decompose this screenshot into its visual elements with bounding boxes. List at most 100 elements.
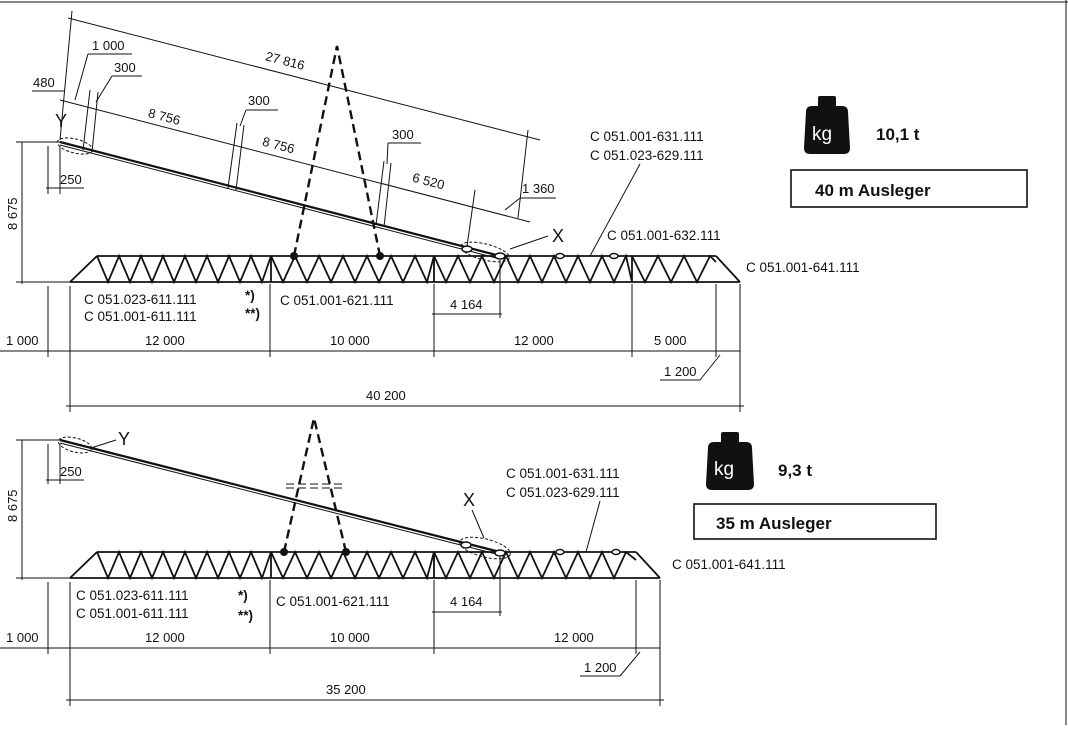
bottom-kg-icon xyxy=(706,442,754,490)
bottom-truss-right-end xyxy=(635,551,661,579)
bottom-connector-2 xyxy=(611,548,621,556)
top-rope-total-line xyxy=(67,17,541,141)
bottom-chain-1000: 1 000 xyxy=(6,630,39,645)
bottom-ref-641: C 051.001-641.111 xyxy=(672,557,786,572)
top-ref-611b: C 051.001-611.111 xyxy=(84,309,197,324)
top-chain-12000a: 12 000 xyxy=(145,333,185,348)
bottom-dim-250: 250 xyxy=(60,464,82,479)
top-300c-leader xyxy=(386,142,389,165)
bottom-tie-bar xyxy=(59,438,501,554)
top-boom-label: 40 m Ausleger xyxy=(815,181,931,200)
bottom-dim-1200: 1 200 xyxy=(584,660,617,675)
top-rope-ext-right xyxy=(517,129,529,219)
top-kg-text: kg xyxy=(812,124,832,145)
top-truss-lattice-1 xyxy=(96,253,272,285)
bottom-ref-621: C 051.001-621.111 xyxy=(276,594,390,609)
bottom-total: 35 200 xyxy=(326,682,366,697)
bottom-height-value: 8 675 xyxy=(5,489,20,522)
top-ref-641: C 051.001-641.111 xyxy=(746,260,860,275)
bottom-node-x-label: X xyxy=(463,490,475,510)
top-rope-ext-left xyxy=(59,10,73,141)
bottom-tie-bar-edge xyxy=(59,442,501,556)
top-tick-e xyxy=(375,160,385,226)
top-pin-x xyxy=(461,245,473,253)
top-node-y-label: Y xyxy=(55,111,67,131)
top-300a-leader xyxy=(95,75,113,103)
bottom-mark-b: **) xyxy=(238,608,253,623)
top-boom-label-box xyxy=(790,169,1028,208)
top-ref-629: C 051.023-629.111 xyxy=(590,148,704,163)
bottom-weight-handle xyxy=(721,432,739,444)
bottom-node-x-leader xyxy=(471,509,485,539)
bottom-truss-lattice-1 xyxy=(96,549,272,581)
top-chain-10000: 10 000 xyxy=(330,333,370,348)
bottom-bottom-dimension-chain: 1 000 12 000 10 000 12 000 1 200 35 200 xyxy=(0,580,664,706)
top-rope-segment-line xyxy=(59,99,531,223)
top-dim-1000: 1 000 xyxy=(92,38,125,53)
bottom-ref-629-leader xyxy=(585,500,601,553)
bottom-lifting-sling xyxy=(282,417,348,553)
top-drawing: Y X 27 816 1 000 300 480 8 756 xyxy=(0,10,1028,412)
bottom-connector-1 xyxy=(555,548,565,556)
top-bottom-dimension-chain: 1 000 12 000 10 000 12 000 5 000 1 200 4… xyxy=(0,284,744,412)
top-ref-611a: C 051.023-611.111 xyxy=(84,292,197,307)
top-1360-leader xyxy=(504,197,521,211)
top-node-x-leader xyxy=(509,235,549,250)
bottom-ref-611a: C 051.023-611.111 xyxy=(76,588,189,603)
top-dim-1200: 1 200 xyxy=(664,364,697,379)
top-chain-12000b: 12 000 xyxy=(514,333,554,348)
top-weight-value: 10,1 t xyxy=(876,125,920,144)
top-dim-250: 250 xyxy=(60,172,82,187)
top-dim-480: 480 xyxy=(33,75,55,90)
bottom-truss-lattice-2 xyxy=(270,549,435,581)
top-tie-bar xyxy=(59,140,501,258)
top-1200-leader xyxy=(699,354,721,381)
top-dim-300b: 300 xyxy=(248,93,270,108)
top-dim-6520: 6 520 xyxy=(411,170,446,193)
bottom-node-x-detail-circle xyxy=(459,536,511,560)
top-dim-300c: 300 xyxy=(392,127,414,142)
bottom-1200-leader xyxy=(619,651,641,677)
bottom-kg-text: kg xyxy=(714,459,734,480)
bottom-chain-10000: 10 000 xyxy=(330,630,370,645)
top-tie-bar-edge xyxy=(59,144,501,260)
bottom-ref-611b: C 051.001-611.111 xyxy=(76,606,189,621)
bottom-ref-629: C 051.023-629.111 xyxy=(506,485,620,500)
bottom-lift-point-left xyxy=(280,548,288,556)
top-total: 40 200 xyxy=(366,388,406,403)
bottom-chain-12000b: 12 000 xyxy=(554,630,594,645)
bottom-node-y-leader xyxy=(90,439,117,449)
top-tick-b xyxy=(91,91,99,153)
top-chain-1000: 1 000 xyxy=(6,333,39,348)
top-dim-8756a: 8 756 xyxy=(147,105,182,128)
top-lifting-sling xyxy=(292,45,382,257)
bottom-weight-value: 9,3 t xyxy=(778,461,812,480)
bottom-node-y-label: Y xyxy=(118,429,130,449)
top-mark-a: *) xyxy=(245,288,255,303)
top-kg-icon xyxy=(804,106,850,154)
top-ref-632: C 051.001-632.111 xyxy=(607,228,721,243)
top-truss-lattice-4 xyxy=(631,253,717,285)
top-ref-631: C 051.001-631.111 xyxy=(590,129,704,144)
top-connector-1 xyxy=(555,252,565,260)
top-dim-1360: 1 360 xyxy=(522,181,555,196)
bottom-lift-point-right xyxy=(342,548,350,556)
top-weight-handle xyxy=(818,96,836,108)
top-mark-b: **) xyxy=(245,306,260,321)
bottom-boom-label: 35 m Ausleger xyxy=(716,514,832,533)
top-lift-point-left xyxy=(290,252,298,260)
top-tick-a xyxy=(82,89,91,151)
top-node-x-detail-circle xyxy=(460,241,510,263)
top-chain-5000: 5 000 xyxy=(654,333,687,348)
top-weight-block: kg 10,1 t xyxy=(804,96,920,154)
top-pin-x2 xyxy=(494,252,506,260)
bottom-node-y-detail-circle xyxy=(57,436,93,454)
top-ref-629-leader xyxy=(589,163,641,257)
bottom-pin-x2 xyxy=(494,549,506,557)
top-truss xyxy=(69,252,741,285)
top-tick-c xyxy=(227,122,238,189)
bottom-truss-lattice-3 xyxy=(433,549,637,581)
top-dim-300a: 300 xyxy=(114,60,136,75)
